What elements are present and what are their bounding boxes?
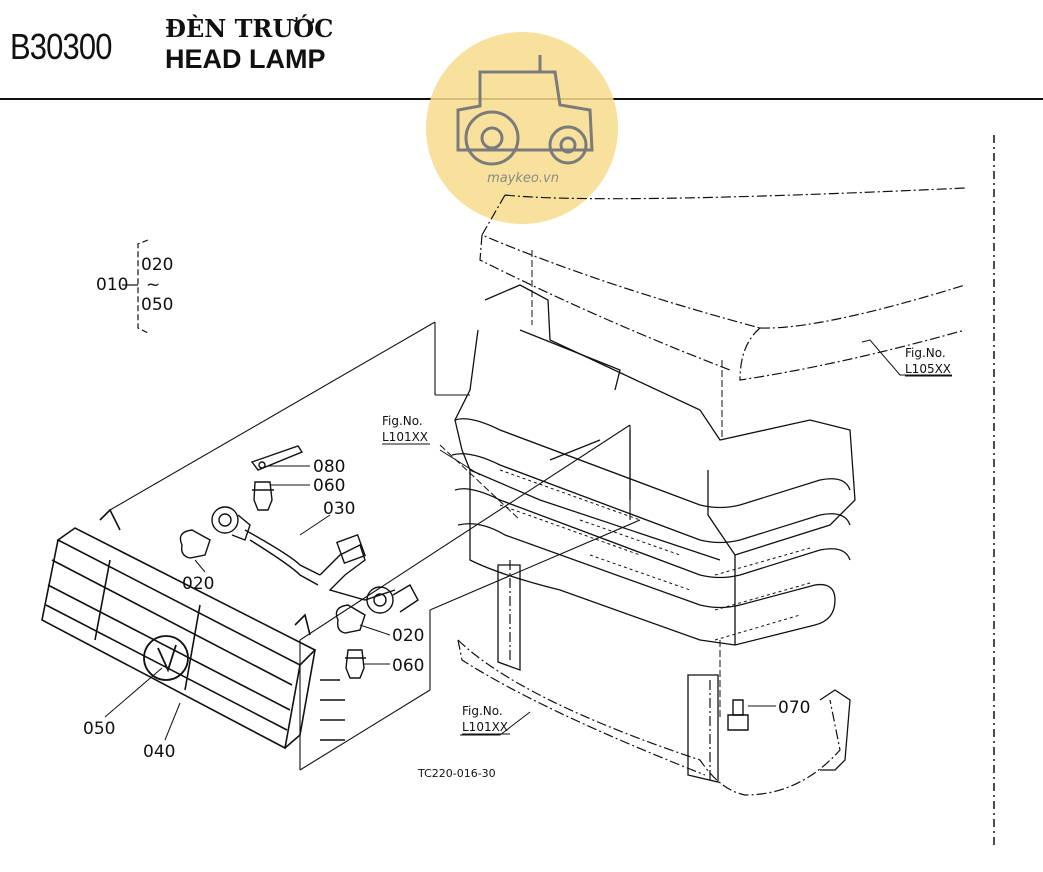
- drawing-code: TC220-016-30: [417, 767, 496, 780]
- watermark-circle: [426, 32, 618, 224]
- callout-020-right: 020: [392, 626, 424, 646]
- lower-panel: [457, 560, 841, 796]
- grille-slots: [499, 469, 811, 641]
- callout-range-end: 050: [141, 295, 173, 315]
- callout-range-start: 020: [141, 255, 173, 275]
- lower-brackets: [497, 564, 851, 783]
- bulb-left: [179, 529, 211, 559]
- callout-080: 080: [313, 457, 345, 477]
- callout-range-tilde: ~: [146, 275, 160, 295]
- lamp-frame-lines: [109, 321, 641, 771]
- watermark-text: maykeo.vn: [487, 171, 559, 186]
- callout-050: 050: [83, 719, 115, 739]
- bulb-right: [335, 604, 366, 634]
- front-grille: [451, 284, 856, 646]
- callout-leaders: [104, 339, 952, 741]
- callout-030: 030: [323, 499, 355, 519]
- ref-lower-label: Fig.No.: [462, 704, 503, 718]
- callout-060-top: 060: [313, 476, 345, 496]
- wiring-harness: [244, 529, 396, 601]
- bulb-socket-right: [366, 584, 419, 614]
- title-vietnamese: ĐÈN TRƯỚC: [165, 14, 334, 43]
- bulb-holder-top: [252, 481, 274, 511]
- assembly-bracket: [122, 239, 149, 334]
- ref-grille-no: L101XX: [382, 430, 428, 444]
- callout-060-bottom: 060: [392, 656, 424, 676]
- tractor-icon: [456, 55, 594, 166]
- explosion-lines: [439, 250, 723, 720]
- callout-010: 010: [96, 275, 128, 295]
- lens-emblem: [143, 635, 189, 681]
- clip-080: [250, 445, 304, 471]
- bulb-holder-bottom: [345, 649, 366, 679]
- bulb-socket-left: [211, 506, 251, 541]
- watermark-logo: maykeo.vn: [426, 32, 618, 224]
- ref-bonnet-no: L105XX: [905, 362, 951, 376]
- ref-grille-label: Fig.No.: [382, 414, 423, 428]
- section-code: B30300: [10, 26, 112, 67]
- ref-lower-no: L101XX: [462, 720, 508, 734]
- callout-040: 040: [143, 742, 175, 762]
- title-english: HEAD LAMP: [165, 44, 326, 74]
- callout-070: 070: [778, 698, 810, 718]
- callout-020-left: 020: [182, 574, 214, 594]
- bonnet-outline: [479, 187, 966, 381]
- ref-bonnet-label: Fig.No.: [905, 346, 946, 360]
- bolt-070: [727, 699, 749, 731]
